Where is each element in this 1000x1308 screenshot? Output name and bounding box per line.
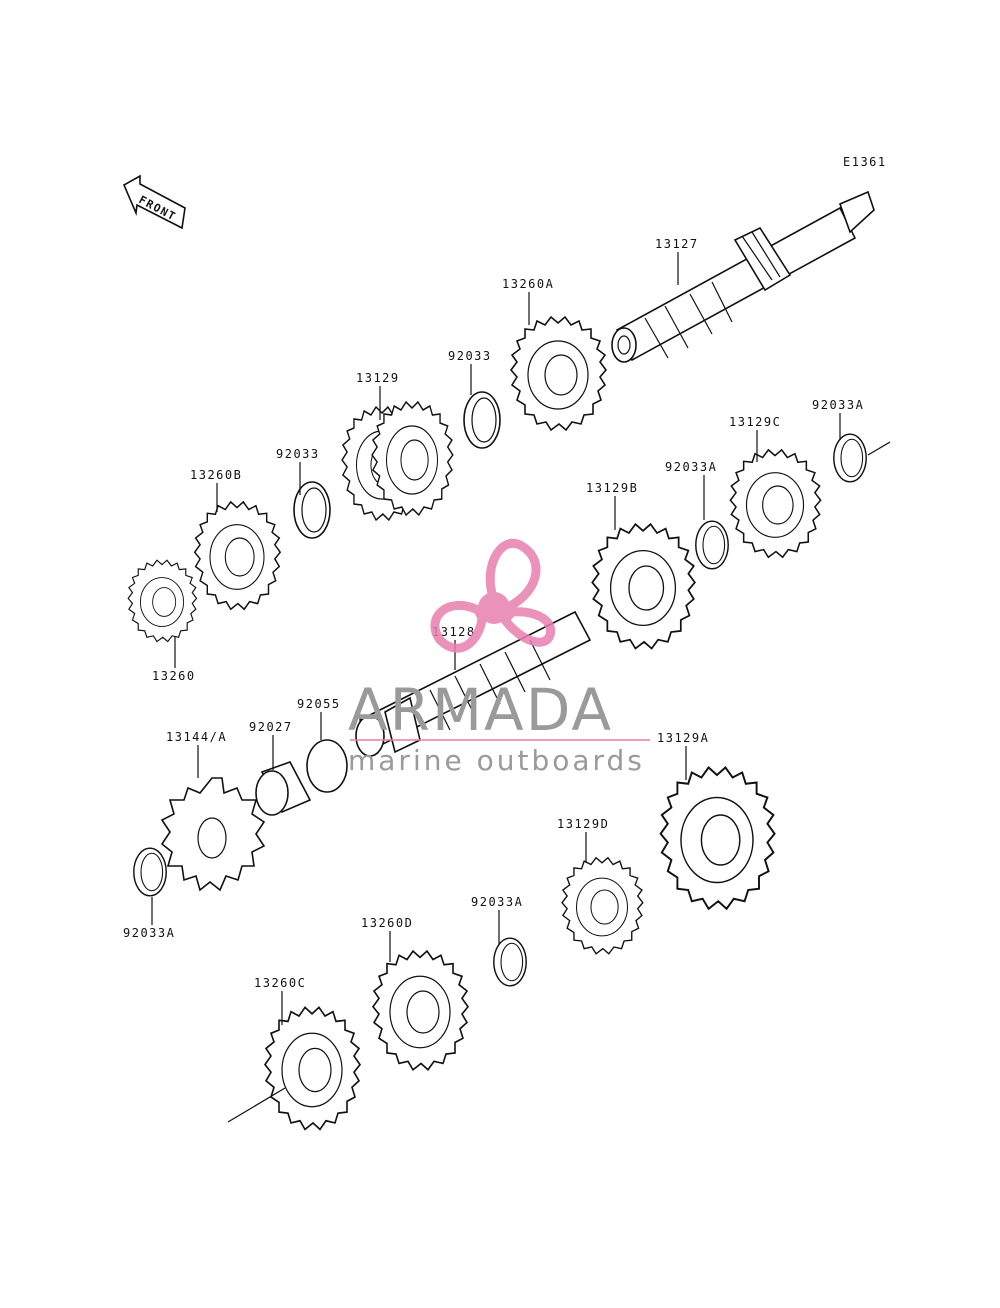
label-92033A-lower: 92033A — [471, 895, 523, 909]
watermark: ARMADA marine outboards — [348, 538, 650, 777]
label-13260B: 13260B — [190, 468, 242, 482]
reference-code: E1361 — [843, 155, 887, 169]
gear-13260 — [127, 559, 198, 643]
label-13129A: 13129A — [657, 731, 709, 745]
label-92055: 92055 — [297, 697, 341, 711]
gear-13129D — [561, 857, 644, 955]
sprocket-13144A — [160, 777, 266, 892]
leader-lines — [151, 252, 841, 1025]
watermark-tagline: marine outboards — [348, 744, 645, 777]
gear-13129A — [659, 766, 776, 910]
label-13260C: 13260C — [254, 976, 306, 990]
gear-13129-right — [371, 401, 454, 516]
label-92033A-mid: 92033A — [665, 460, 717, 474]
label-92033A-left: 92033A — [123, 926, 175, 940]
label-13260A: 13260A — [502, 277, 554, 291]
label-92033-upper: 92033 — [448, 349, 492, 363]
main-shaft — [611, 190, 875, 363]
label-13129B: 13129B — [586, 481, 638, 495]
o-ring-92055 — [306, 739, 348, 793]
circlip-92033A-mid — [695, 520, 729, 570]
circlip-92033A-left — [133, 847, 167, 897]
gear-13260B — [193, 501, 281, 611]
circlip-92033-upper — [463, 391, 501, 449]
label-13260: 13260 — [152, 669, 196, 683]
gear-13260C — [264, 1006, 361, 1131]
gear-13260A — [510, 316, 607, 431]
gear-13129B — [591, 523, 696, 650]
gear-13260D — [372, 950, 469, 1071]
gear-13129C — [729, 449, 822, 559]
label-13129D: 13129D — [557, 817, 609, 831]
watermark-brand: ARMADA — [348, 676, 613, 744]
front-arrow-icon: FRONT — [122, 174, 186, 230]
label-13128: 13128 — [432, 625, 476, 639]
label-13129C: 13129C — [729, 415, 781, 429]
label-13144A: 13144/A — [166, 730, 227, 744]
circlip-92033A-lower — [493, 937, 527, 987]
label-13129: 13129 — [356, 371, 400, 385]
label-92027: 92027 — [249, 720, 293, 734]
propeller-logo-icon — [430, 538, 556, 653]
countershaft — [355, 610, 592, 757]
label-13260D: 13260D — [361, 916, 413, 930]
circlip-92033A-right — [833, 433, 867, 483]
label-92033-mid: 92033 — [276, 447, 320, 461]
label-92033A-right: 92033A — [812, 398, 864, 412]
collar-92027 — [255, 761, 312, 816]
label-13127: 13127 — [655, 237, 699, 251]
